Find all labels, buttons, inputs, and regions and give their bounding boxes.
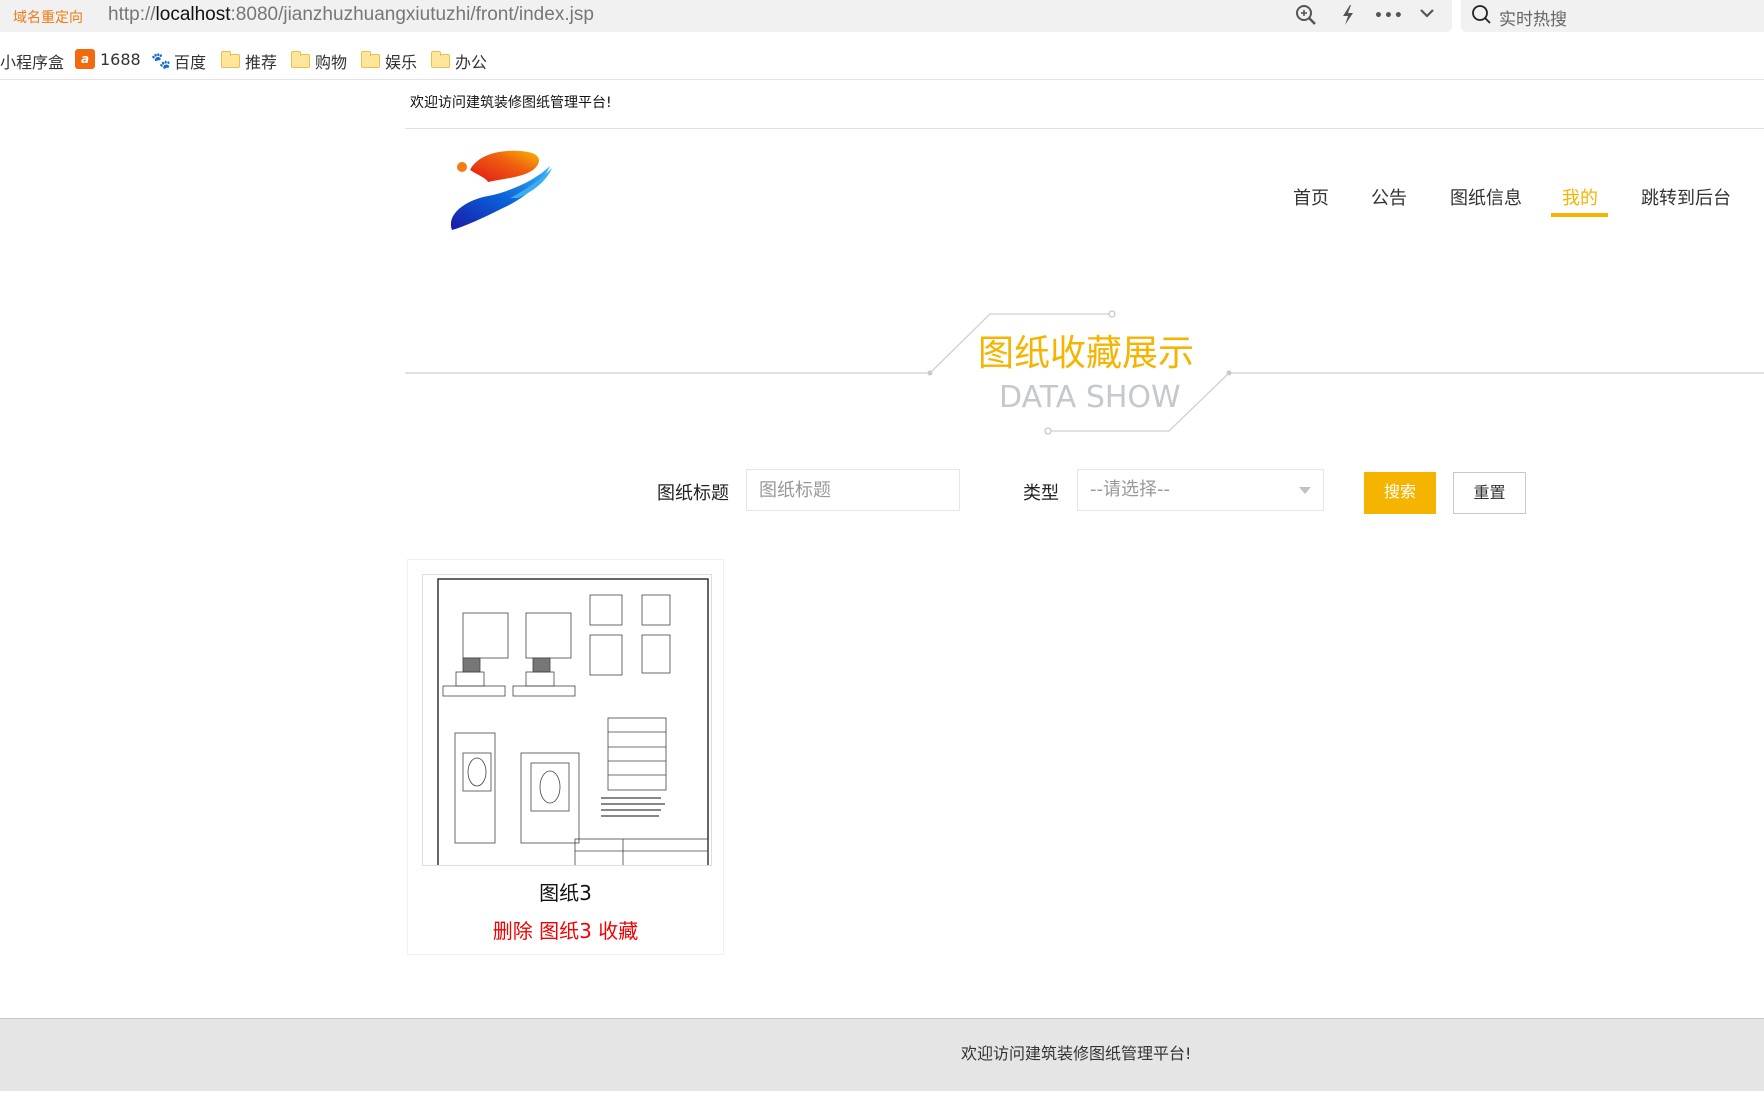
footer-text: 欢迎访问建筑装修图纸管理平台! <box>961 1044 1192 1063</box>
title-search-input[interactable] <box>746 469 960 511</box>
bookmark-folder-entertainment[interactable]: 娱乐 <box>361 49 417 73</box>
nav-mine[interactable]: 我的 <box>1562 188 1598 209</box>
address-bar[interactable]: 域名重定向 http://localhost:8080/jianzhuzhuan… <box>0 0 1452 32</box>
bookmark-mini-program-box[interactable]: 小程序盒 <box>0 53 65 72</box>
url-text[interactable]: http://localhost:8080/jianzhuzhuangxiutu… <box>108 4 594 25</box>
redirect-label: 域名重定向 <box>13 10 83 26</box>
nav-announcements[interactable]: 公告 <box>1371 188 1407 209</box>
type-select[interactable]: --请选择-- <box>1077 469 1324 511</box>
nav-admin[interactable]: 跳转到后台 <box>1641 188 1731 209</box>
more-icon[interactable]: ••• <box>1374 8 1404 24</box>
alibaba-icon: a <box>75 49 95 69</box>
nav-home[interactable]: 首页 <box>1293 188 1329 209</box>
bookmark-baidu[interactable]: 🐾百度 <box>151 51 207 73</box>
bookmark-folder-office[interactable]: 办公 <box>431 49 487 73</box>
title-filter-label: 图纸标题 <box>657 483 729 504</box>
site-logo[interactable] <box>448 148 558 230</box>
drawing-thumbnail[interactable] <box>422 574 712 866</box>
folder-icon <box>221 51 240 68</box>
welcome-text: 欢迎访问建筑装修图纸管理平台! <box>410 95 612 111</box>
type-filter-label: 类型 <box>1023 483 1059 504</box>
dropdown-arrow-icon <box>1299 487 1311 494</box>
header-divider <box>405 128 1764 129</box>
section-title-decoration <box>405 310 1764 435</box>
lightning-icon[interactable] <box>1336 4 1360 28</box>
bookmark-folder-shopping[interactable]: 购物 <box>291 49 347 73</box>
bookmark-folder-recommend[interactable]: 推荐 <box>221 49 277 73</box>
search-icon <box>1471 4 1493 30</box>
reset-button[interactable]: 重置 <box>1453 472 1526 514</box>
section-subtitle: DATA SHOW <box>999 380 1181 415</box>
active-nav-indicator <box>1551 213 1608 217</box>
baidu-icon: 🐾 <box>151 51 171 70</box>
chrome-divider <box>0 79 1764 80</box>
nav-drawing-info[interactable]: 图纸信息 <box>1450 188 1522 209</box>
card-title[interactable]: 图纸3 <box>539 881 592 905</box>
footer: 欢迎访问建筑装修图纸管理平台! <box>0 1018 1764 1091</box>
zoom-in-icon[interactable] <box>1294 4 1318 28</box>
hot-search-box[interactable]: 实时热搜 <box>1461 0 1764 32</box>
chevron-down-icon[interactable] <box>1415 4 1439 28</box>
hot-search-label: 实时热搜 <box>1499 10 1567 30</box>
search-button[interactable]: 搜索 <box>1364 472 1436 514</box>
remove-favorite-link[interactable]: 删除 图纸3 收藏 <box>492 919 639 943</box>
folder-icon <box>291 51 310 68</box>
type-select-value: --请选择-- <box>1090 479 1170 500</box>
section-title: 图纸收藏展示 <box>978 333 1195 374</box>
folder-icon <box>361 51 380 68</box>
favorite-card: 图纸3 删除 图纸3 收藏 <box>407 559 724 955</box>
folder-icon <box>431 51 450 68</box>
